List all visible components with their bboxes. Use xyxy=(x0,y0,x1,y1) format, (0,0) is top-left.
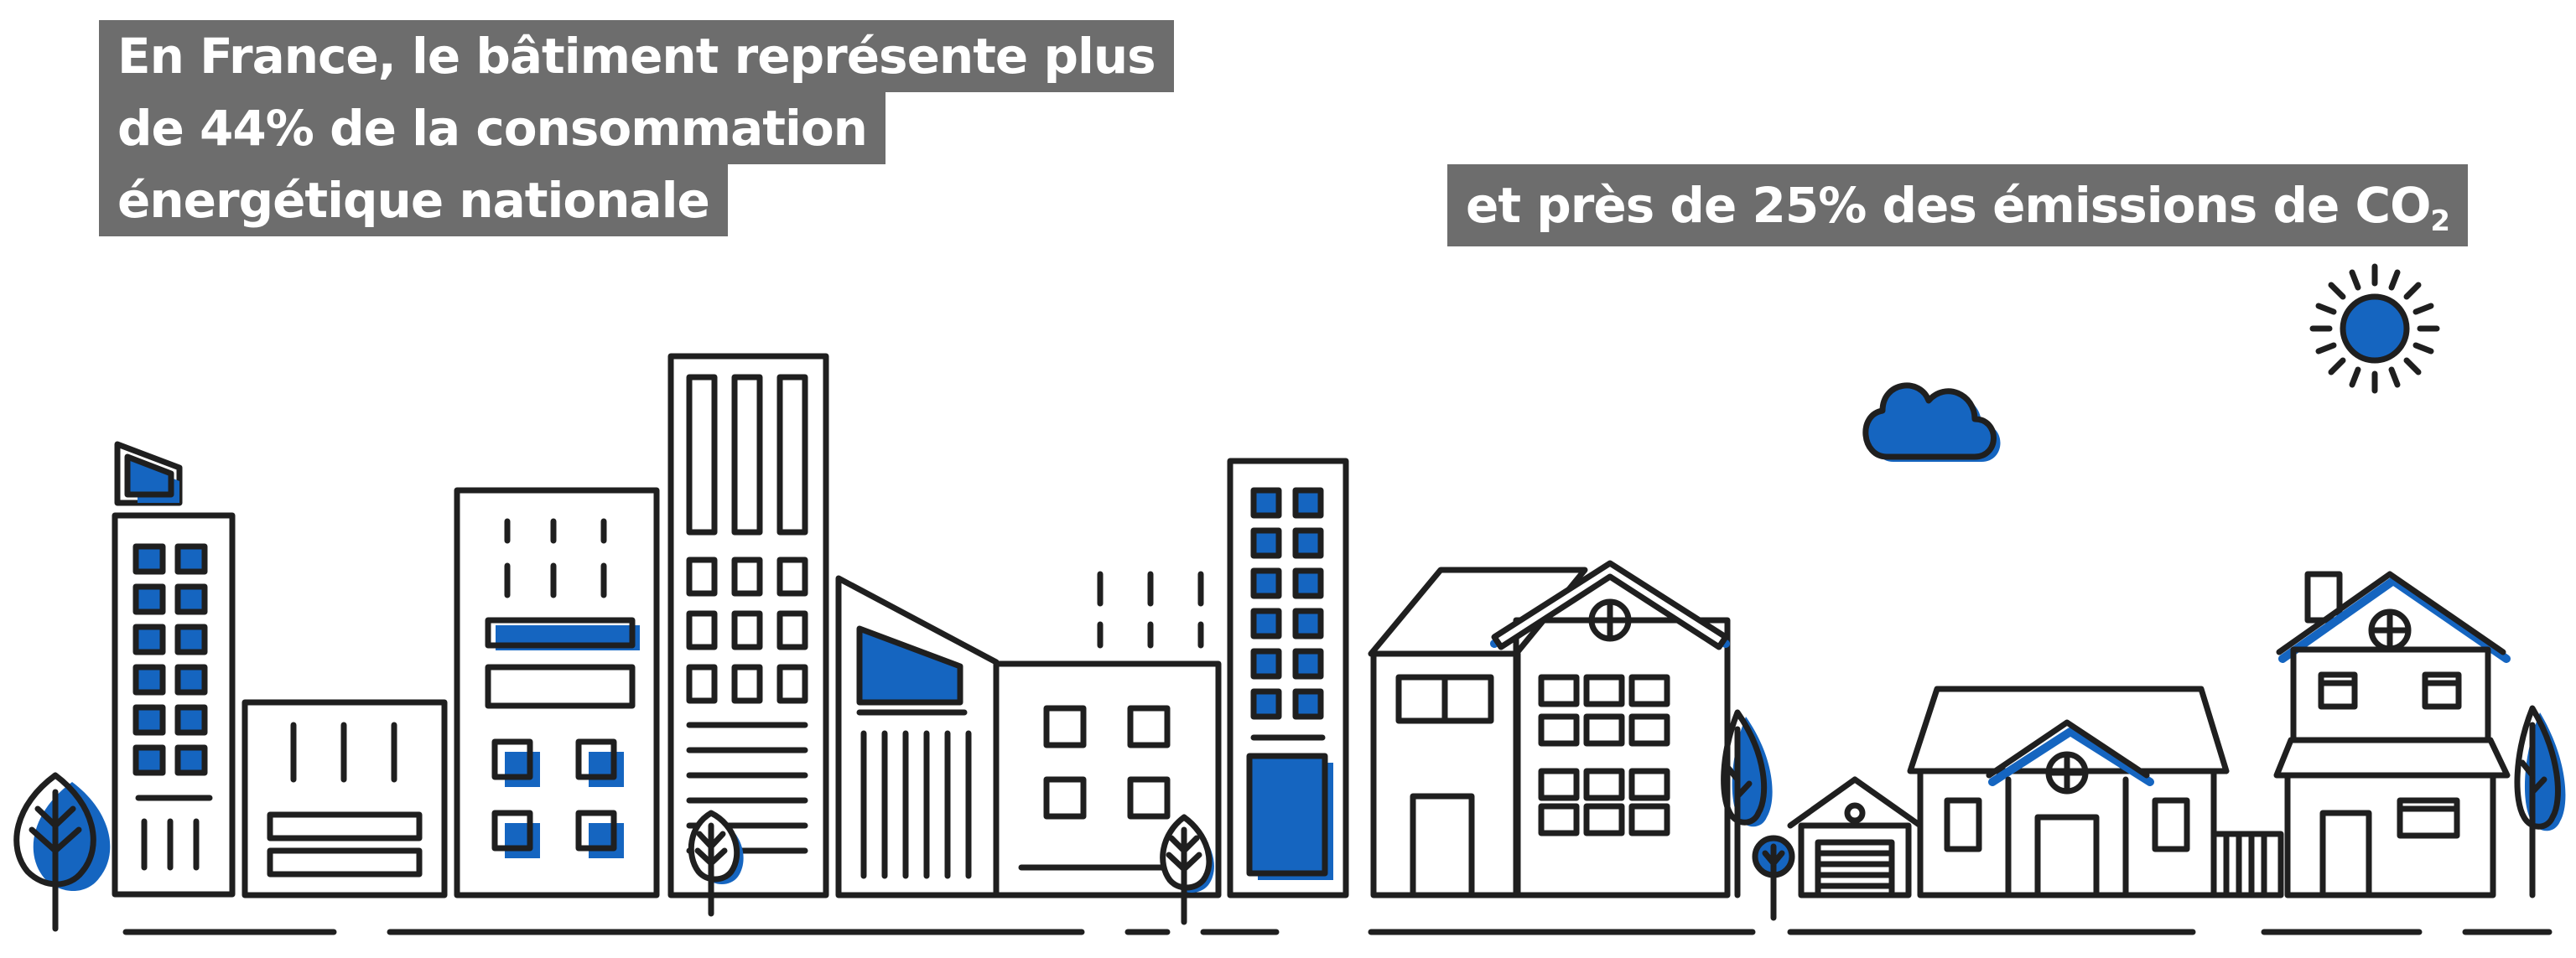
headline-right-text: et près de 25% des émissions de CO xyxy=(1466,177,2431,234)
tree-icon xyxy=(13,772,111,932)
headline-line-2: de 44% de la consommation xyxy=(99,92,886,164)
narrow-tower xyxy=(1227,458,1349,898)
house-right xyxy=(2273,571,2511,898)
low-building xyxy=(242,699,448,898)
house-medium xyxy=(1907,686,2230,898)
fence xyxy=(2210,831,2284,898)
cloud-icon xyxy=(1862,382,2001,462)
tree-icon xyxy=(1160,814,1214,925)
headline-line-3: énergétique nationale xyxy=(99,164,728,236)
tree-icon xyxy=(688,810,744,917)
headline-right: et près de 25% des émissions de CO2 xyxy=(1447,164,2469,246)
slanted-roof-building xyxy=(835,575,1000,898)
headline-line-2-text: de 44% de la consommation xyxy=(117,100,868,157)
tree-icon xyxy=(1752,835,1795,921)
headline-line-1: En France, le bâtiment représente plus xyxy=(99,20,1174,92)
office-building xyxy=(454,487,660,898)
sun-icon xyxy=(2309,263,2440,394)
tree-icon xyxy=(1721,709,1773,898)
house-large xyxy=(1368,560,1731,898)
garage xyxy=(1787,776,1924,898)
co2-subscript: 2 xyxy=(2430,205,2450,238)
tower-building xyxy=(112,441,236,898)
headline-line-1-text: En France, le bâtiment représente plus xyxy=(117,28,1156,85)
skyscraper xyxy=(667,353,829,898)
tree-icon xyxy=(2514,705,2566,898)
factory-building xyxy=(993,571,1222,898)
headline-line-3-text: énergétique nationale xyxy=(117,172,710,229)
